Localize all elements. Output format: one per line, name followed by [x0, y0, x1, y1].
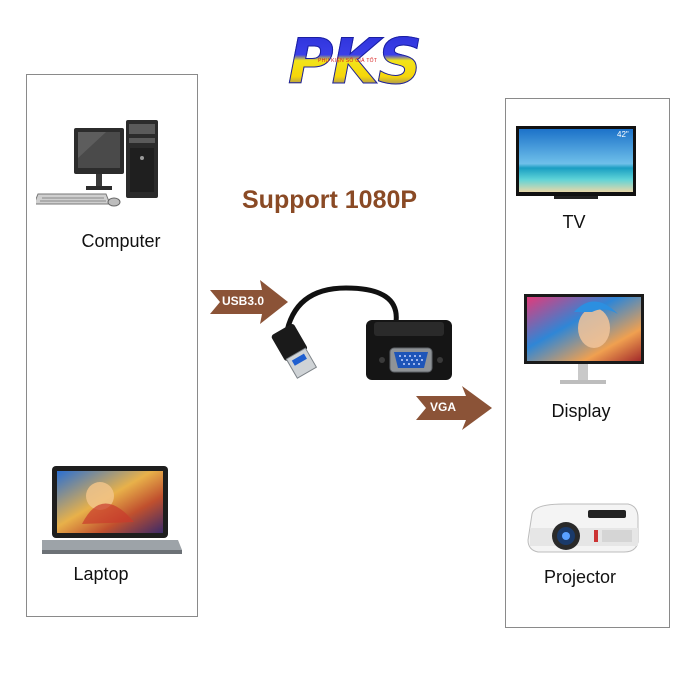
tv-image: [516, 126, 636, 199]
tv-size-badge: 42": [617, 130, 629, 139]
laptop-label: Laptop: [73, 564, 129, 584]
logo-tagline: PHỤ KIỆN SỐ GIÁ TỐT: [318, 58, 378, 64]
projector-label: Projector: [543, 567, 617, 587]
computer-image: [36, 120, 158, 207]
usb-arrow-label: USB3.0: [222, 294, 265, 308]
projector-image: [527, 503, 639, 553]
computer-label: Computer: [81, 231, 161, 251]
usb-vga-adapter-image: [271, 285, 452, 380]
vga-arrow-label: VGA: [430, 400, 457, 414]
display-label: Display: [551, 401, 611, 421]
display-image: [524, 294, 644, 384]
usb-arrow: [210, 280, 288, 324]
brand-logo: PKS PHỤ KIỆN SỐ GIÁ TỐT: [288, 25, 423, 98]
laptop-image: [42, 466, 182, 554]
tv-label: TV: [562, 212, 586, 232]
headline: Support 1080P: [242, 186, 418, 214]
logo-text: PKS: [288, 25, 423, 98]
vga-arrow: [416, 386, 492, 430]
